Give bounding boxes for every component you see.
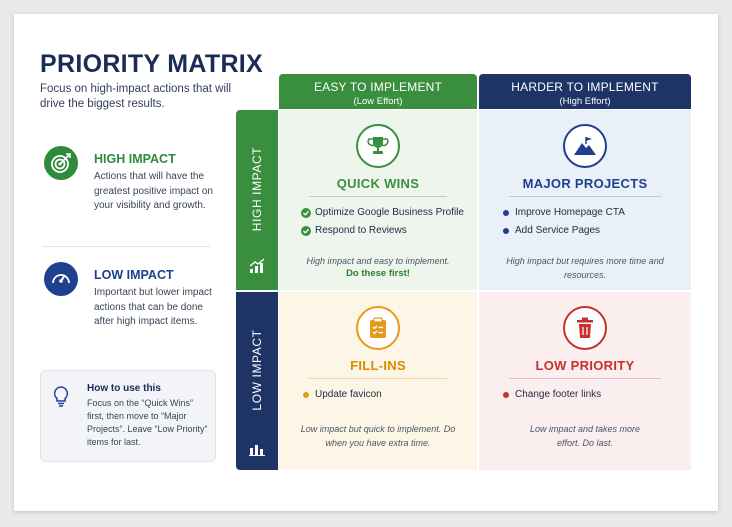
quadrant-items: Improve Homepage CTA Add Service Pages (501, 206, 625, 242)
list-item: Add Service Pages (501, 224, 625, 242)
lightbulb-icon (51, 385, 71, 407)
quadrant-note-emphasis: Do these first! (346, 268, 410, 279)
quadrant-divider (309, 378, 447, 379)
legend-heading: LOW IMPACT (94, 268, 174, 282)
bullet-icon (503, 210, 509, 216)
column-subtitle: (Low Effort) (353, 96, 403, 107)
list-item-text: Respond to Reviews (315, 225, 407, 236)
quadrant-items: Change footer links (501, 388, 601, 406)
column-subtitle: (High Effort) (559, 96, 611, 107)
quadrant-title: QUICK WINS (336, 176, 420, 191)
quadrant-note: Low impact and takes more effort. Do las… (529, 424, 641, 448)
list-item: Respond to Reviews (301, 224, 464, 242)
mountain-flag-icon (563, 124, 607, 168)
list-item: Optimize Google Business Profile (301, 206, 464, 224)
list-item: Improve Homepage CTA (501, 206, 625, 224)
quadrant-fill-ins: FILL-INS Update favicon Low impact but q… (279, 292, 477, 470)
quadrant-low-priority: LOW PRIORITY Change footer links Low imp… (479, 292, 691, 470)
row-label: LOW IMPACT (250, 329, 264, 411)
page-subtitle: Focus on high-impact actions that will d… (40, 83, 232, 110)
clipboard-icon (356, 306, 400, 350)
column-header-harder: HARDER TO IMPLEMENT (High Effort) (479, 74, 691, 109)
quadrant-divider (309, 196, 447, 197)
quadrant-quick-wins: QUICK WINS Optimize Google Business Prof… (279, 110, 477, 290)
quadrant-note: High impact and easy to implement. (306, 256, 450, 266)
quadrant-note: High impact but requires more time and r… (506, 256, 664, 280)
legend-divider (42, 246, 210, 247)
priority-matrix-page: PRIORITY MATRIX Focus on high-impact act… (14, 14, 718, 511)
bar-chart-icon (249, 440, 265, 456)
check-icon (301, 226, 311, 236)
quadrant-title: MAJOR PROJECTS (522, 176, 648, 191)
quadrant-divider (509, 378, 661, 379)
column-title: HARDER TO IMPLEMENT (511, 80, 659, 94)
how-to-use-box: How to use this Focus on the “Quick Wins… (40, 370, 216, 462)
list-item: Change footer links (501, 388, 601, 406)
quadrant-note: Low impact but quick to implement. Do wh… (300, 424, 456, 448)
row-header-high-impact: HIGH IMPACT (236, 110, 278, 290)
list-item-text: Improve Homepage CTA (515, 207, 625, 218)
quadrant-divider (509, 196, 661, 197)
row-label: HIGH IMPACT (250, 146, 264, 232)
growth-chart-icon (249, 258, 265, 274)
list-item: Update favicon (301, 388, 382, 406)
list-item-text: Optimize Google Business Profile (315, 207, 464, 218)
row-header-low-impact: LOW IMPACT (236, 292, 278, 470)
bullet-icon (303, 392, 309, 398)
gauge-icon (44, 262, 78, 296)
check-icon (301, 208, 311, 218)
quadrant-items: Optimize Google Business Profile Respond… (301, 206, 464, 242)
column-header-easy: EASY TO IMPLEMENT (Low Effort) (279, 74, 477, 109)
legend-heading: HIGH IMPACT (94, 152, 176, 166)
quadrant-items: Update favicon (301, 388, 382, 406)
list-item-text: Add Service Pages (515, 225, 601, 236)
list-item-text: Change footer links (515, 389, 602, 400)
quadrant-major-projects: MAJOR PROJECTS Improve Homepage CTA Add … (479, 110, 691, 290)
target-icon (44, 146, 78, 180)
how-to-text: Focus on the “Quick Wins” first, then mo… (87, 398, 208, 447)
quadrant-title: FILL-INS (350, 358, 406, 373)
how-to-title: How to use this (87, 383, 161, 394)
trash-icon (563, 306, 607, 350)
bullet-icon (503, 392, 509, 398)
legend-description: Important but lower impact actions that … (94, 287, 212, 327)
column-title: EASY TO IMPLEMENT (313, 80, 443, 94)
legend-description: Actions that will have the greatest posi… (94, 171, 213, 211)
bullet-icon (503, 228, 509, 234)
quadrant-title: LOW PRIORITY (535, 358, 635, 373)
list-item-text: Update favicon (315, 389, 382, 400)
trophy-icon (356, 124, 400, 168)
page-title: PRIORITY MATRIX (40, 50, 264, 78)
